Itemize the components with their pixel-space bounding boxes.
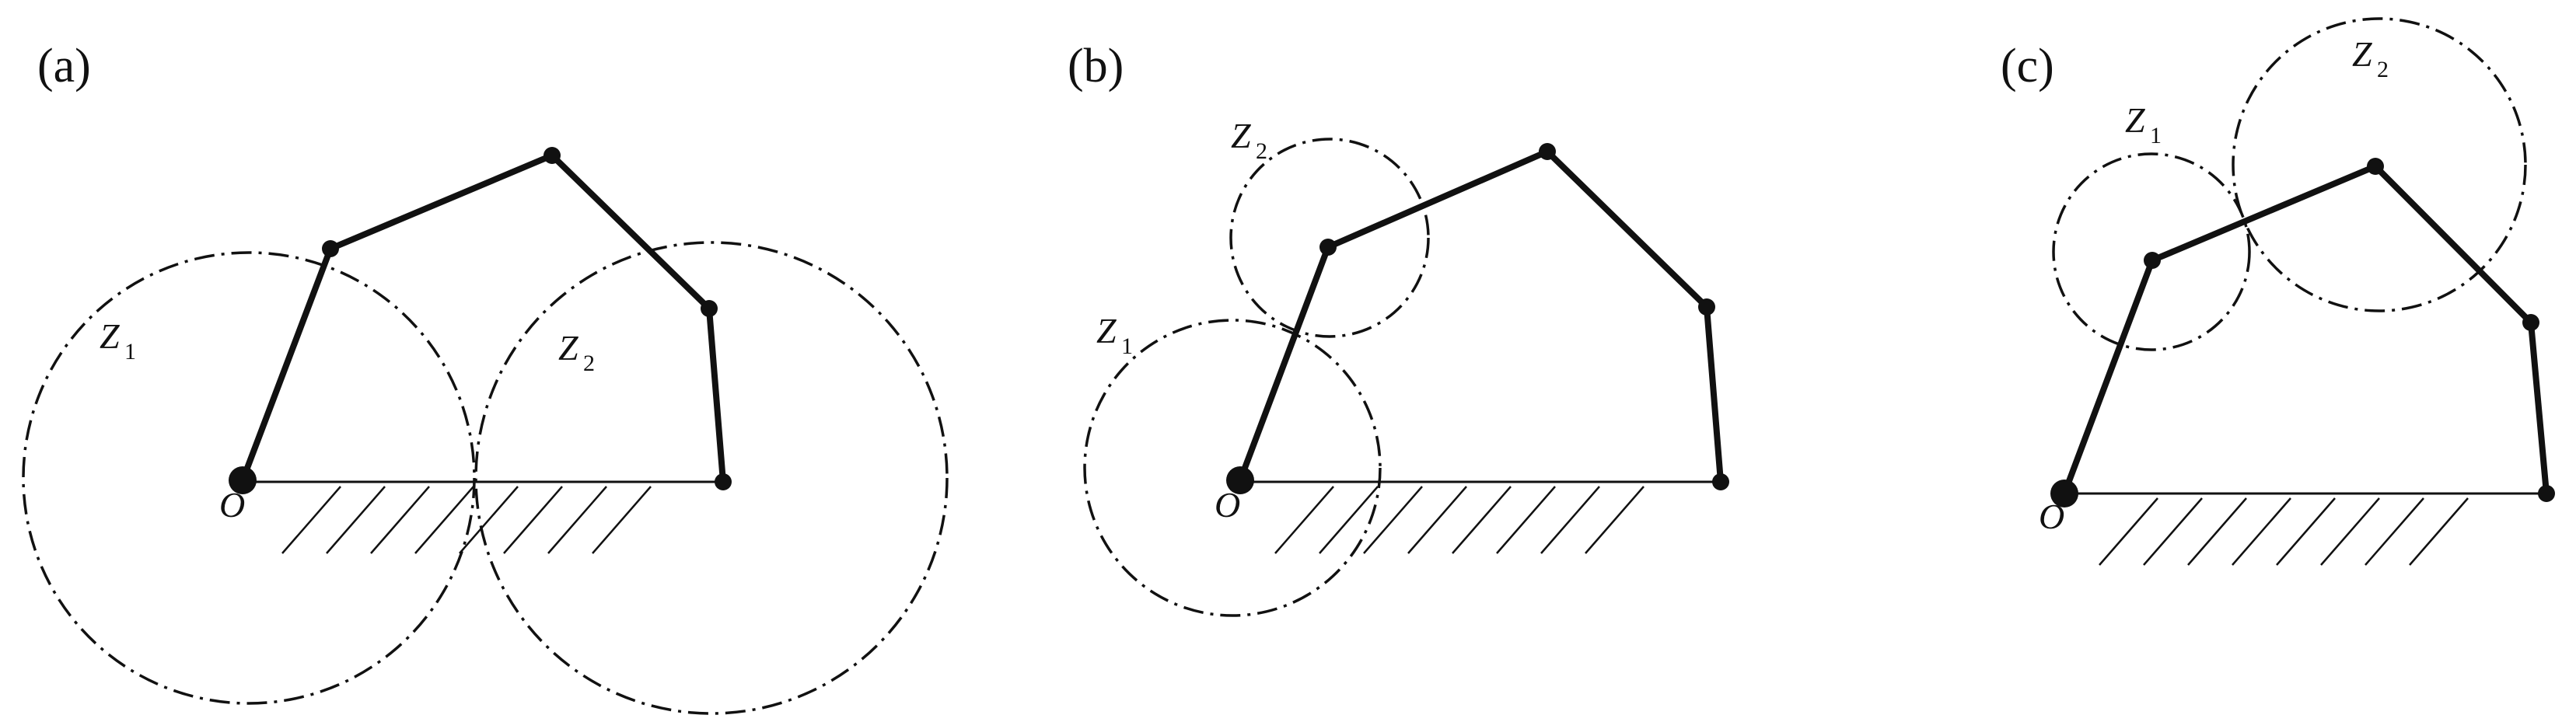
panel-b-base-pivot [1226,466,1254,494]
panel-a-base-pivot [229,466,257,494]
panel-b-zone-1-circle [1083,319,1382,617]
panel-c-linkage [2061,162,2550,497]
panel-a-zone-2-circle [474,241,949,715]
panel-c-base-pivot [2050,480,2078,507]
svg-text:2: 2 [583,351,595,376]
panel-b: (b) O Z 1 Z 2 [1068,40,1729,617]
panel-a-zone-1-label: Z 1 [100,316,136,364]
panel-a-end-pivot [715,473,732,490]
panel-b-zone-2-circle [1229,138,1430,338]
svg-text:Z: Z [100,316,120,356]
panel-c-label: (c) [2001,40,2054,92]
panel-a-zone-2-label: Z 2 [558,328,595,376]
svg-text:2: 2 [2377,57,2389,82]
panel-a-label: (a) [37,40,91,92]
panel-a-zone-1-circle [22,251,476,705]
panel-a-joint-3 [701,300,718,317]
svg-text:Z: Z [2352,34,2372,74]
panel-c-joint-1 [2144,252,2161,269]
panel-c-joint-3 [2522,314,2539,331]
panel-c-end-pivot [2538,485,2555,502]
panel-c-zone-1-circle [2052,152,2251,351]
panel-b-zone-2-label: Z 2 [1231,116,1267,164]
panel-c-zone-2-label: Z 2 [2352,34,2389,82]
panel-b-joint-1 [1319,239,1337,256]
panel-a-joint-1 [322,240,339,257]
panel-a-ground-hatching [281,486,652,554]
panel-c-joint-2 [2367,158,2384,175]
panel-b-end-pivot [1712,473,1729,490]
panel-a: (a) O Z 1 Z 2 [22,40,949,715]
svg-text:Z: Z [1096,311,1117,351]
panel-a-linkage [239,152,726,485]
panel-a-origin-label: O [219,485,245,525]
panel-c-ground-hatching [2099,497,2469,566]
panel-c-zone-1-label: Z 1 [2125,100,2162,148]
svg-text:2: 2 [1256,138,1267,164]
panel-c-origin-label: O [2039,497,2064,536]
panel-c: (c) O Z 1 Z 2 [2001,17,2555,566]
svg-text:Z: Z [2125,100,2145,140]
svg-text:Z: Z [558,328,578,368]
panel-b-joint-3 [1698,298,1715,316]
panel-b-ground-hatching [1274,486,1645,554]
svg-text:Z: Z [1231,116,1251,155]
panel-b-label: (b) [1068,40,1124,92]
panel-b-linkage [1237,148,1724,485]
panel-b-origin-label: O [1215,485,1240,525]
panel-a-joint-2 [544,147,561,164]
panel-b-joint-2 [1539,143,1556,160]
svg-text:1: 1 [2150,123,2162,148]
svg-text:1: 1 [1121,333,1133,359]
panel-c-zone-2-circle [2232,17,2527,312]
panel-b-zone-1-label: Z 1 [1096,311,1133,359]
svg-text:1: 1 [124,339,136,364]
